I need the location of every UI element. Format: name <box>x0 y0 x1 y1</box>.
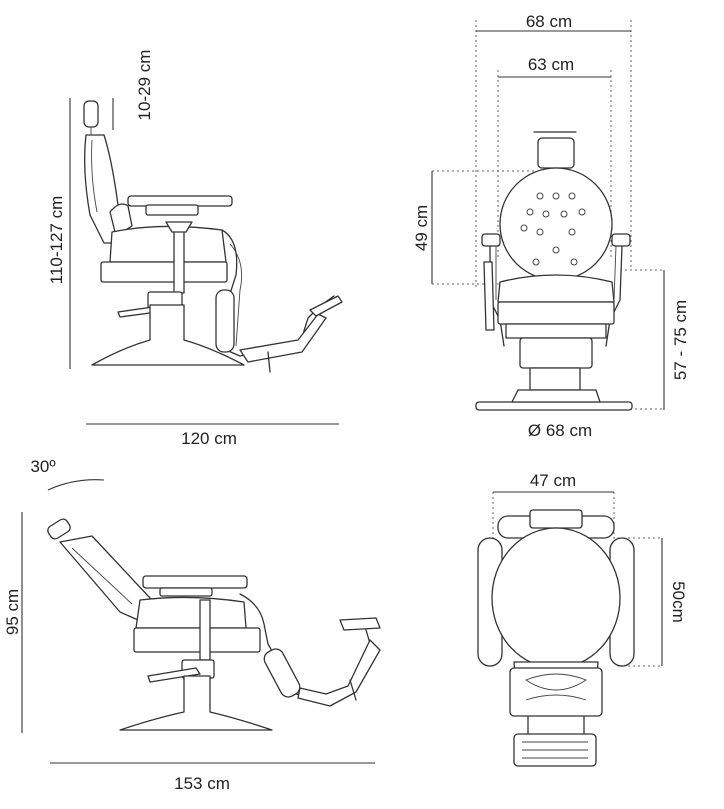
reclined-length-label: 153 cm <box>174 774 230 793</box>
reclined-chair-drawing <box>47 518 381 731</box>
front-width-outer-label: 68 cm <box>526 12 572 31</box>
side-chair-drawing <box>83 100 343 373</box>
front-chair-drawing <box>475 131 633 411</box>
top-chair-drawing <box>477 509 635 767</box>
top-width-label: 47 cm <box>530 471 576 490</box>
side-length-label: 120 cm <box>181 429 237 448</box>
front-base-diameter-label: Ø 68 cm <box>528 421 592 440</box>
headrest-adjust-label: 10-29 cm <box>135 50 154 121</box>
front-width-inner-label: 63 cm <box>528 55 574 74</box>
side-height-label: 110-127 cm <box>47 196 66 285</box>
recline-angle-label: 30º <box>30 457 55 476</box>
front-view: 68 cm 63 cm 49 cm 57 - 75 cm Ø 68 cm <box>412 12 690 440</box>
recline-arc <box>47 479 105 491</box>
reclined-view: 30º 95 cm 153 cm <box>3 457 381 793</box>
reclined-height-label: 95 cm <box>3 589 22 635</box>
front-seat-height-label: 57 - 75 cm <box>671 300 690 380</box>
front-back-height-label: 49 cm <box>412 205 431 251</box>
top-depth-label: 50cm <box>669 581 688 623</box>
side-view: 110-127 cm 10-29 cm 120 cm <box>47 50 343 448</box>
top-view: 47 cm 50cm <box>477 471 688 767</box>
